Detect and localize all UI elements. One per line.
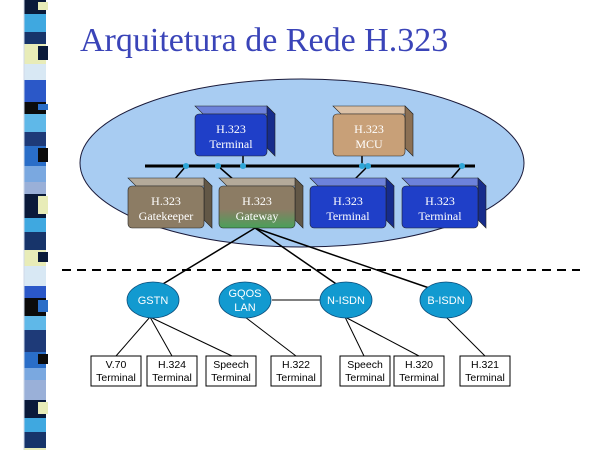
terminal-label-line1: Speech: [347, 359, 383, 371]
n-isdn-network: N-ISDN: [319, 281, 373, 319]
stripe-cell: [24, 166, 46, 182]
device-label-line2: Terminal: [326, 209, 370, 223]
device-label-line2: MCU: [355, 137, 383, 151]
stripe-cell: [24, 286, 46, 298]
gqos-lan-network: GQOS LAN: [218, 281, 272, 319]
terminal-label-line1: H.321: [471, 359, 499, 371]
terminal-label-line2: Terminal: [96, 372, 136, 384]
stripe-cell: [24, 132, 46, 146]
terminal-label-line2: Terminal: [276, 372, 316, 384]
stripe-cell: [24, 182, 46, 194]
stripe-cell: [24, 316, 46, 330]
stripe-cell: [24, 266, 46, 286]
network-label: B-ISDN: [427, 295, 464, 307]
device-label-line1: H.323: [333, 194, 363, 208]
backbone-nodes: [183, 163, 465, 169]
network-label: GSTN: [138, 295, 169, 307]
stripe-cell: [24, 418, 46, 432]
decorative-side-stripe: [0, 0, 70, 450]
device-label-line1: H.323: [242, 194, 272, 208]
gateway-links: [152, 227, 436, 291]
stripe-cell: [24, 368, 46, 380]
device-label-line2: Terminal: [209, 137, 253, 151]
terminal-label-line1: V.70: [106, 359, 127, 371]
stripe-cell: [24, 232, 46, 250]
stripe-accent: [38, 46, 48, 60]
terminal-label-line2: Terminal: [345, 372, 385, 384]
device-label-line1: H.323: [151, 194, 181, 208]
page-title: Arquitetura de Rede H.323: [80, 22, 449, 59]
stripe-cell: [24, 80, 46, 102]
device-label-line2: Terminal: [418, 209, 462, 223]
terminal-label-line2: Terminal: [211, 372, 251, 384]
terminal-label-line2: Terminal: [399, 372, 439, 384]
terminal-label-line1: H.324: [158, 359, 186, 371]
network-label-line2: LAN: [234, 302, 255, 314]
terminal-label-line1: Speech: [213, 359, 249, 371]
stripe-accent: [38, 402, 48, 414]
terminal-label-line2: Terminal: [465, 372, 505, 384]
stripe-accent: [38, 2, 48, 10]
stripe-cell: [24, 64, 46, 80]
b-isdn-network: B-ISDN: [419, 281, 473, 319]
stripe-accent: [38, 300, 48, 312]
device-label-line1: H.323: [216, 122, 246, 136]
stripe-cell: [24, 448, 46, 450]
stripe-accent: [38, 196, 48, 214]
stripe-cell: [24, 32, 46, 44]
stripe-cell: [24, 218, 46, 232]
terminal-links: [115, 316, 486, 357]
stripe-accent: [38, 104, 48, 110]
stripe-cell: [24, 114, 46, 132]
network-label-line1: GQOS: [228, 288, 261, 300]
terminal-label-line2: Terminal: [152, 372, 192, 384]
terminal-label-line1: H.322: [282, 359, 310, 371]
stripe-accent: [38, 148, 48, 162]
network-label: N-ISDN: [327, 295, 365, 307]
device-label-line1: H.323: [425, 194, 455, 208]
stripe-cell: [24, 330, 46, 352]
terminal-label-line1: H.320: [405, 359, 433, 371]
stripe-cell: [24, 432, 46, 448]
stripe-accent: [38, 354, 48, 364]
stripe-cell: [24, 14, 46, 32]
device-label-line1: H.323: [354, 122, 384, 136]
device-label-line2: Gateway: [236, 209, 279, 223]
stripe-accent: [38, 252, 48, 262]
gstn-network: GSTN: [126, 281, 180, 319]
stripe-cell: [24, 380, 46, 400]
device-label-line2: Gatekeeper: [139, 209, 194, 223]
